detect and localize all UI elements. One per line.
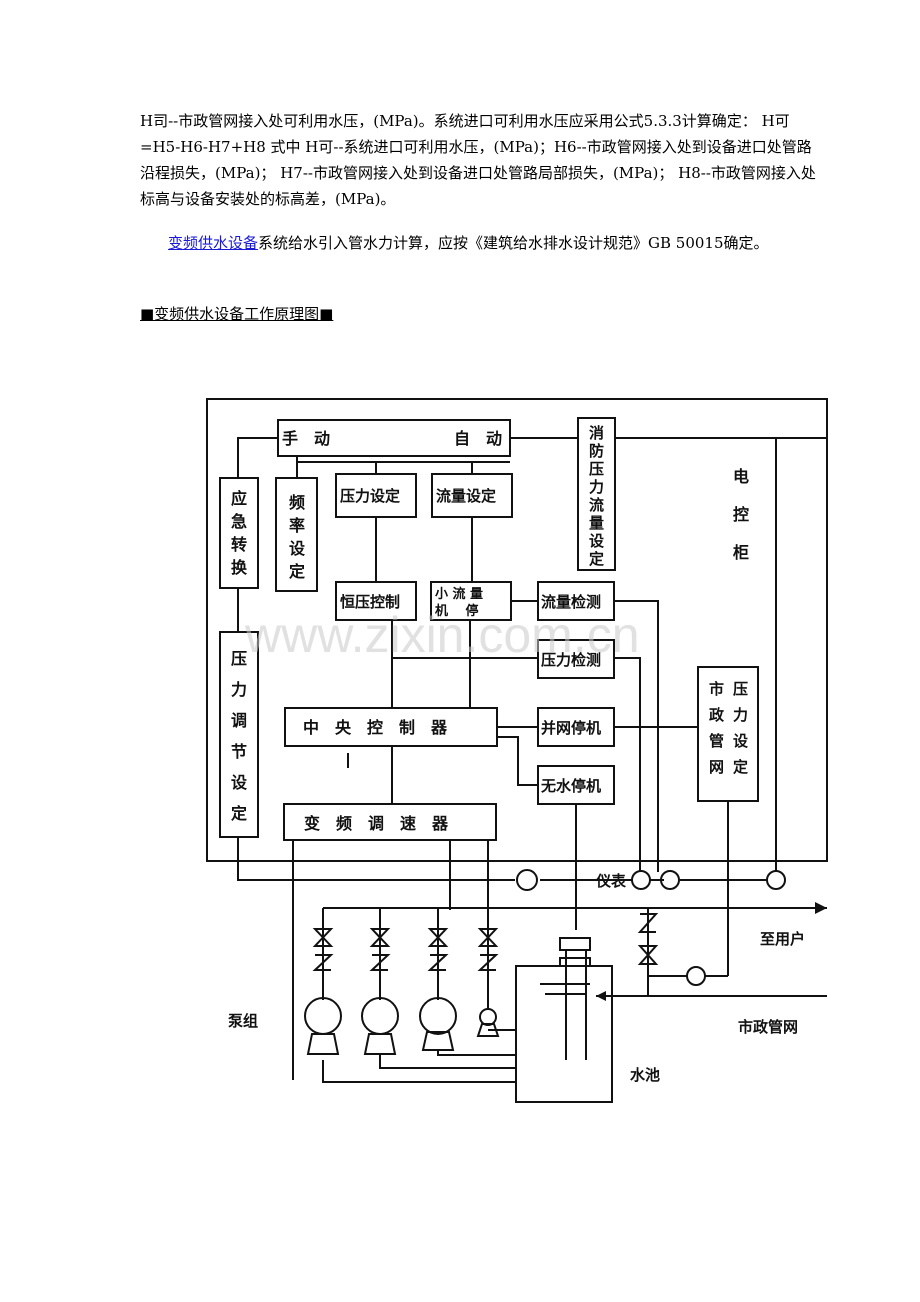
water-pool-label: 水池 — [630, 1066, 660, 1084]
pressure-setting-label: 压力设定 — [340, 487, 400, 505]
svg-text:应: 应 — [231, 489, 247, 508]
svg-text:防: 防 — [589, 442, 604, 460]
pressure-adjust-setting-label: 压 力 调 节 设 定 — [230, 649, 248, 823]
watermark: www.zixin.com.cn — [244, 607, 640, 663]
paragraph-calculation: 变频供水设备系统给水引入管水力计算，应按《建筑给水排水设计规范》GB 50015… — [140, 230, 820, 256]
svg-text:力: 力 — [733, 706, 748, 724]
svg-text:市: 市 — [709, 680, 724, 698]
pump-group-label: 泵组 — [228, 1012, 258, 1030]
equipment-link[interactable]: 变频供水设备 — [168, 234, 259, 252]
municipal-network-label: 市政管网 — [738, 1018, 798, 1036]
svg-text:设: 设 — [289, 539, 306, 558]
svg-text:设: 设 — [733, 732, 748, 750]
svg-text:率: 率 — [289, 516, 305, 535]
svg-text:政: 政 — [709, 706, 725, 724]
municipal-pressure-setting-label: 市 政 管 网 压 力 设 定 — [709, 680, 748, 776]
central-controller-label: 中 央 控 制 器 — [303, 718, 448, 737]
frequency-setting-label: 频 率 设 定 — [288, 493, 306, 581]
svg-text:控: 控 — [733, 505, 749, 524]
small-flow-label-1: 小 流 量 — [435, 586, 483, 602]
svg-text:消: 消 — [589, 424, 604, 442]
flow-detection-label: 流量检测 — [541, 593, 601, 611]
svg-text:调: 调 — [231, 711, 247, 730]
svg-text:定: 定 — [589, 550, 604, 568]
svg-text:流: 流 — [589, 496, 604, 514]
constant-pressure-label: 恒压控制 — [340, 593, 400, 611]
svg-text:定: 定 — [230, 804, 247, 823]
svg-text:网: 网 — [709, 758, 724, 776]
svg-text:换: 换 — [231, 558, 248, 577]
control-cabinet-label: 电 控 柜 — [733, 467, 749, 562]
svg-text:定: 定 — [288, 562, 305, 581]
paragraph-formula: H司--市政管网接入处可利用水压，(MPa)。系统进口可利用水压应采用公式5.3… — [140, 112, 816, 208]
emergency-switch-label: 应 急 转 换 — [231, 489, 248, 577]
svg-text:压: 压 — [589, 460, 604, 478]
svg-text:频: 频 — [289, 493, 305, 512]
svg-text:压: 压 — [231, 649, 247, 668]
svg-text:设: 设 — [231, 773, 248, 792]
svg-text:压: 压 — [733, 680, 748, 698]
auto-label: 自 动 — [454, 429, 502, 448]
svg-text:转: 转 — [231, 535, 247, 554]
svg-text:急: 急 — [231, 512, 247, 531]
instrument-label: 仪表 — [595, 872, 627, 890]
figure-caption: ■变频供水设备工作原理图■ — [140, 305, 334, 323]
to-user-label: 至用户 — [760, 930, 805, 948]
svg-text:柜: 柜 — [733, 543, 749, 562]
small-flow-label-2: 机 停 — [435, 603, 479, 619]
svg-text:力: 力 — [589, 478, 604, 496]
manual-label: 手 动 — [282, 429, 330, 448]
svg-text:管: 管 — [709, 732, 724, 750]
svg-text:定: 定 — [733, 758, 748, 776]
vfd-label: 变 频 调 速 器 — [304, 814, 449, 833]
grid-stop-label: 并网停机 — [541, 719, 601, 737]
paragraph-calculation-text: 系统给水引入管水力计算，应按《建筑给水排水设计规范》GB 50015确定。 — [258, 234, 769, 252]
svg-text:电: 电 — [733, 467, 749, 486]
fire-pressure-flow-setting-label: 消 防 压 力 流 量 设 定 — [589, 424, 604, 568]
pressure-detection-label: 压力检测 — [541, 651, 601, 669]
svg-text:设: 设 — [589, 532, 604, 550]
svg-text:量: 量 — [589, 514, 604, 532]
svg-text:力: 力 — [231, 680, 247, 699]
svg-text:节: 节 — [231, 742, 247, 761]
flow-setting-label: 流量设定 — [436, 487, 496, 505]
no-water-stop-label: 无水停机 — [540, 777, 601, 795]
